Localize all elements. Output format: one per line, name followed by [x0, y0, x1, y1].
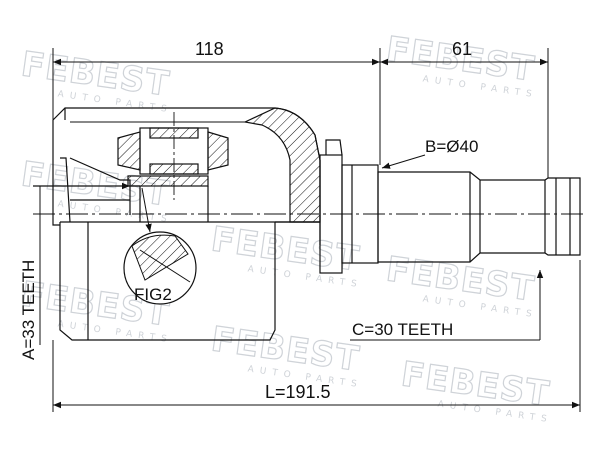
dimension-shaft — [380, 48, 549, 178]
watermark-logo: FEBEST AUTO PARTS — [208, 219, 363, 291]
label-outer-diameter: B=Ø40 — [425, 137, 478, 156]
leader-inner-teeth — [39, 182, 130, 345]
dimension-housing-value: 118 — [195, 39, 224, 59]
dimension-housing — [52, 48, 381, 165]
watermark-layer: FEBEST AUTO PARTS FEBEST AUTO PARTS FEBE… — [18, 29, 553, 426]
housing-wall-section — [243, 107, 321, 223]
label-inner-teeth: A=33 TEETH — [19, 260, 38, 360]
output-shaft — [377, 171, 581, 263]
dimension-total — [52, 260, 581, 412]
watermark-logo: FEBEST AUTO PARTS — [18, 44, 173, 116]
watermark-logo: FEBEST AUTO PARTS — [398, 354, 553, 426]
figure-reference: FIG2 — [134, 285, 172, 304]
leader-outer-diameter — [381, 154, 426, 169]
watermark-logo: FEBEST AUTO PARTS — [208, 319, 363, 391]
dimension-total-value: L=191.5 — [265, 382, 331, 402]
label-shaft-teeth: C=30 TEETH — [352, 320, 453, 339]
detail-circle — [123, 187, 197, 305]
leader-shaft-teeth — [350, 270, 544, 341]
dimension-shaft-value: 61 — [452, 39, 472, 59]
watermark-logo: FEBEST AUTO PARTS — [383, 249, 538, 321]
